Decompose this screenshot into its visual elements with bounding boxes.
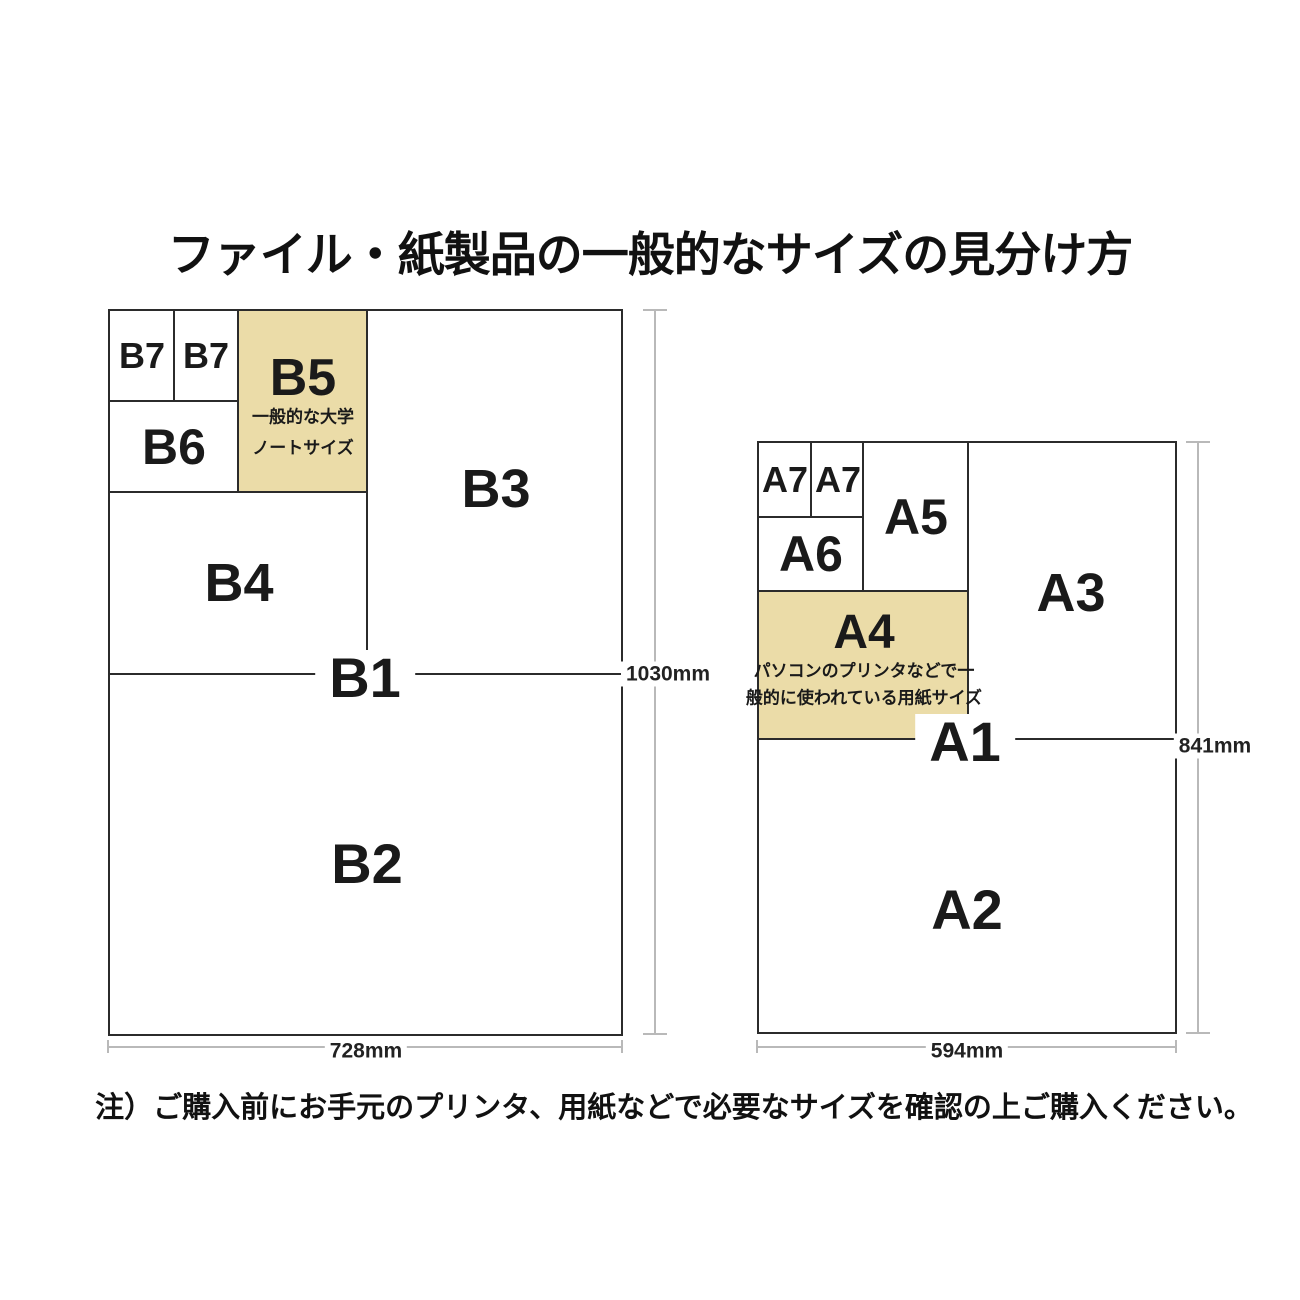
divider-a4-top xyxy=(759,590,969,592)
label-a7-left: A7 xyxy=(761,459,809,500)
label-b5: B5 xyxy=(269,349,337,407)
b5-note-line1: 一般的な大学 xyxy=(252,407,354,427)
divider-b3-left xyxy=(366,311,368,675)
b5-note-line2: ノートサイズ xyxy=(252,438,354,458)
b-width-dimension-label: 728mm xyxy=(324,1038,408,1064)
divider-b5-left xyxy=(237,311,239,493)
a-size-panel: A7 A7 A6 A5 A4 パソコンのプリンタなどで一 般的に使われている用紙… xyxy=(746,441,1177,1034)
footnote-text: 注）ご購入前にお手元のプリンタ、用紙などで必要なサイズを確認の上ご購入ください。 xyxy=(95,1092,1253,1124)
label-b7-left: B7 xyxy=(118,335,166,376)
b-height-dimension-label: 1030mm xyxy=(620,661,716,687)
label-a1: A1 xyxy=(915,714,1015,770)
label-a6: A6 xyxy=(779,526,843,582)
label-b2: B2 xyxy=(331,832,403,895)
a4-note-line2: 般的に使われている用紙サイズ xyxy=(745,688,983,708)
b-height-dimension-cap-bottom xyxy=(643,1033,667,1035)
label-a5: A5 xyxy=(884,489,948,545)
divider-b4-top xyxy=(110,491,368,493)
label-b3: B3 xyxy=(461,459,531,519)
label-b7-right: B7 xyxy=(182,335,230,376)
divider-b7-split xyxy=(173,311,175,402)
divider-a6-top xyxy=(759,516,864,518)
divider-a7-split xyxy=(810,443,812,517)
a-width-dimension-tick-right xyxy=(1175,1040,1177,1053)
a-width-dimension-label: 594mm xyxy=(925,1038,1009,1064)
b-height-dimension-cap-top xyxy=(643,309,667,311)
label-a3: A3 xyxy=(1036,563,1106,623)
a-height-dimension-cap-top xyxy=(1186,441,1210,443)
label-b6: B6 xyxy=(142,419,206,475)
a-height-dimension-cap-bottom xyxy=(1186,1032,1210,1034)
label-a7-right: A7 xyxy=(814,459,862,500)
a-width-dimension-tick-left xyxy=(756,1040,758,1053)
a4-note-line1: パソコンのプリンタなどで一 xyxy=(753,661,975,681)
label-a2: A2 xyxy=(931,878,1003,941)
page-title: ファイル・紙製品の一般的なサイズの見分け方 xyxy=(167,228,1134,281)
label-a4: A4 xyxy=(833,606,895,659)
a-height-dimension-label: 841mm xyxy=(1173,733,1257,759)
label-b4: B4 xyxy=(204,553,274,613)
label-b1: B1 xyxy=(315,650,415,706)
b5-highlight xyxy=(238,311,368,493)
b-width-dimension-tick-right xyxy=(621,1040,623,1053)
b-width-dimension-tick-left xyxy=(107,1040,109,1053)
b-size-panel: B7 B7 B6 B5 一般的な大学 ノートサイズ B4 B3 B1 B2 xyxy=(108,309,623,1036)
